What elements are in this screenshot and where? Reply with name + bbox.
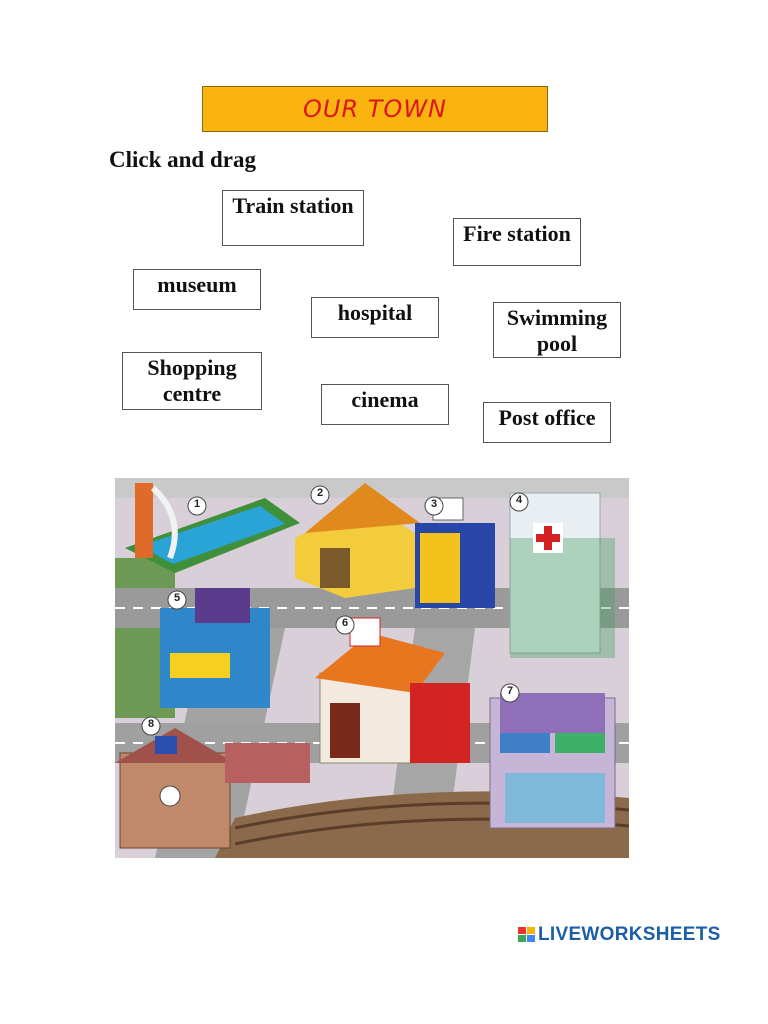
map-number: 8 [147, 718, 155, 730]
word-label-line1: Shopping [147, 355, 237, 380]
word-box-hospital[interactable]: hospital [311, 297, 439, 338]
word-label-line1: Swimming [506, 305, 608, 330]
word-label: Post office [498, 405, 596, 430]
word-box-fire-station[interactable]: Fire station [453, 218, 581, 266]
map-number: 5 [173, 592, 181, 604]
word-box-train-station[interactable]: Train station [222, 190, 364, 246]
word-label: museum [157, 272, 237, 297]
town-map: 1 2 3 4 5 6 7 8 [115, 478, 629, 858]
word-label-line2: centre [162, 381, 222, 406]
word-label: hospital [337, 300, 413, 325]
map-number: 2 [316, 487, 324, 499]
liveworksheets-logo-icon [518, 927, 535, 942]
word-label: Fire station [463, 221, 571, 246]
word-box-shopping-centre[interactable]: Shopping centre [122, 352, 262, 410]
map-number: 4 [515, 494, 523, 506]
word-box-museum[interactable]: museum [133, 269, 261, 310]
word-box-post-office[interactable]: Post office [483, 402, 611, 443]
map-number: 6 [341, 617, 349, 629]
word-label-line2: pool [536, 331, 578, 356]
map-number: 3 [430, 498, 438, 510]
page-title: OUR TOWN [303, 95, 447, 123]
instruction-text: Click and drag [109, 147, 256, 172]
word-label: cinema [351, 387, 419, 412]
town-map-illustration [115, 478, 629, 858]
title-banner: OUR TOWN [202, 86, 548, 132]
map-number: 7 [506, 685, 514, 697]
liveworksheets-logo: LIVEWORKSHEETS [518, 924, 721, 946]
word-box-swimming-pool[interactable]: Swimming pool [493, 302, 621, 358]
logo-text: LIVEWORKSHEETS [538, 924, 721, 945]
map-number: 1 [193, 498, 201, 510]
word-box-cinema[interactable]: cinema [321, 384, 449, 425]
word-label: Train station [232, 193, 354, 218]
